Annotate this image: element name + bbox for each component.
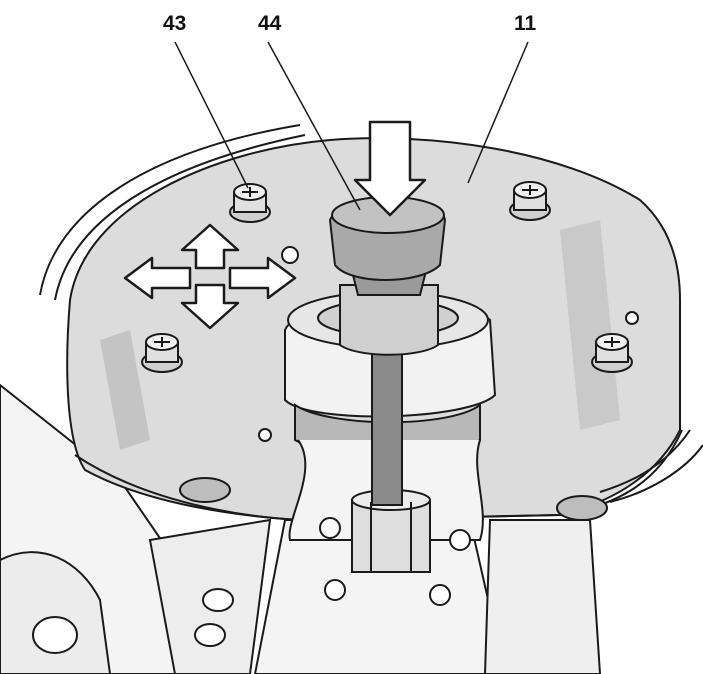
arrow-down-icon bbox=[180, 283, 240, 330]
machine-hole-left bbox=[32, 616, 78, 654]
leader-11 bbox=[467, 41, 529, 184]
callout-label-43: 43 bbox=[163, 12, 186, 35]
guard-slot-left bbox=[179, 477, 231, 503]
guard-inner-shade bbox=[100, 330, 150, 450]
machine-right-block bbox=[483, 519, 602, 674]
screw-top-left bbox=[229, 183, 271, 223]
screws bbox=[141, 181, 633, 373]
machine-hole-1 bbox=[202, 588, 234, 612]
motion-lines bbox=[39, 124, 703, 503]
arrow-right-icon bbox=[228, 256, 297, 300]
screw-bottom-left bbox=[141, 333, 183, 373]
guard-small-hole-3 bbox=[625, 311, 639, 325]
arrow-up-icon bbox=[180, 223, 240, 270]
motion-line-right-2 bbox=[609, 444, 703, 503]
motion-line-right-1 bbox=[599, 429, 691, 493]
screw-bottom-right bbox=[591, 333, 633, 373]
callout-label-44: 44 bbox=[258, 12, 282, 35]
machine-handle bbox=[0, 551, 112, 674]
spindle-hole-3 bbox=[324, 579, 346, 601]
direction-arrows bbox=[123, 223, 297, 330]
guard-slot-right bbox=[556, 495, 608, 521]
callout-leaders bbox=[174, 41, 529, 211]
nut-face-line bbox=[370, 502, 412, 572]
machine-hole-2 bbox=[194, 623, 226, 647]
press-down-arrow-icon bbox=[353, 120, 427, 217]
motion-line-left-1 bbox=[39, 124, 301, 296]
guard-small-hole-2 bbox=[258, 428, 272, 442]
spindle-hole-1 bbox=[319, 517, 341, 539]
motion-line-left-2 bbox=[54, 134, 306, 301]
arrow-left-icon bbox=[123, 256, 192, 300]
leader-44 bbox=[267, 41, 361, 211]
spindle-hole-4 bbox=[429, 584, 451, 606]
leader-43 bbox=[174, 41, 249, 189]
callout-label-11: 11 bbox=[514, 12, 537, 35]
pusher-tool bbox=[328, 196, 447, 506]
guard-small-hole-1 bbox=[281, 246, 299, 264]
screw-top-right bbox=[509, 181, 551, 221]
pusher-sleeve bbox=[339, 284, 439, 356]
machine-body bbox=[0, 383, 602, 674]
spindle-hole-2 bbox=[449, 529, 471, 551]
guard-inner-shade-right bbox=[560, 220, 620, 430]
